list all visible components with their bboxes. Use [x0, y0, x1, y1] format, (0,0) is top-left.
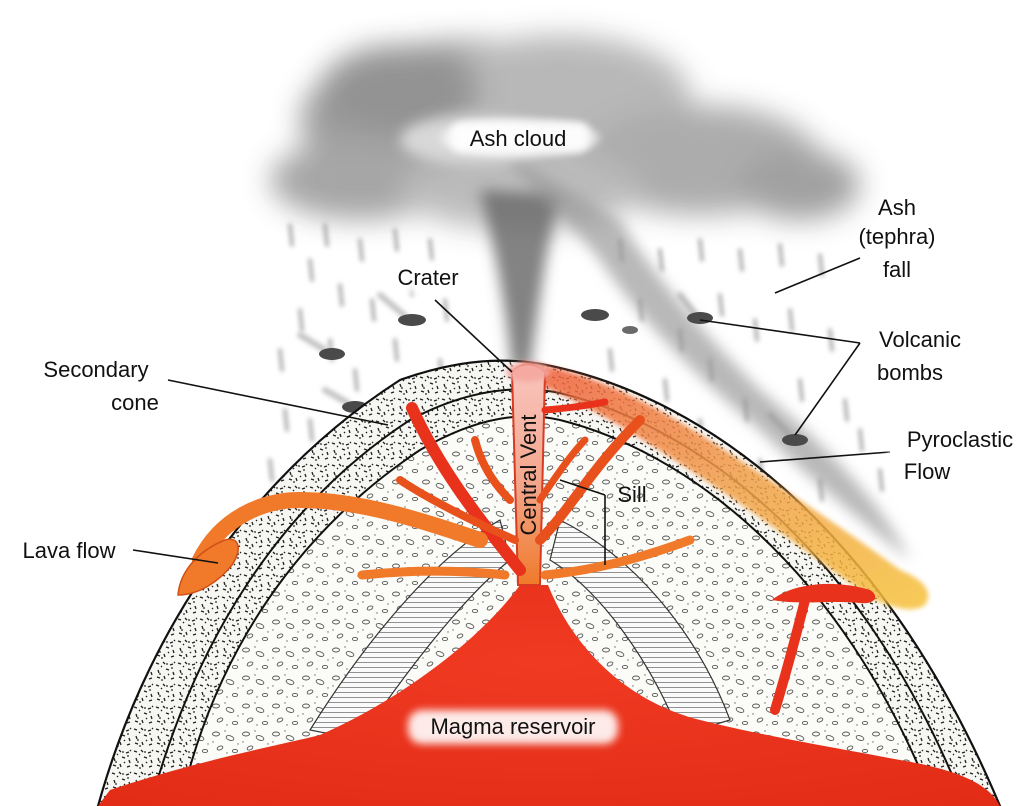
label-ash-fall-1: Ash: [878, 195, 916, 220]
label-ash-fall-3: fall: [883, 257, 911, 282]
label-secondary-cone-1: Secondary: [43, 357, 148, 382]
label-lava-flow: Lava flow: [23, 538, 116, 563]
bomb-5: [687, 312, 713, 324]
bomb-4: [581, 309, 609, 321]
bomb-1: [398, 314, 426, 326]
label-crater: Crater: [397, 265, 458, 290]
label-magma-reservoir: Magma reservoir: [430, 714, 595, 739]
label-ash-cloud: Ash cloud: [470, 126, 567, 151]
bomb-7: [622, 326, 638, 334]
bomb-6: [782, 434, 808, 446]
label-central-vent: Central Vent: [516, 414, 541, 535]
label-volcanic-bombs-2: bombs: [877, 360, 943, 385]
label-pyroclastic-1: Pyroclastic: [907, 427, 1013, 452]
label-pyroclastic-2: Flow: [904, 459, 951, 484]
label-secondary-cone-2: cone: [111, 390, 159, 415]
label-ash-fall-2: (tephra): [858, 224, 935, 249]
label-sill: Sill: [617, 482, 646, 507]
label-volcanic-bombs-1: Volcanic: [879, 327, 961, 352]
bomb-2: [319, 348, 345, 360]
